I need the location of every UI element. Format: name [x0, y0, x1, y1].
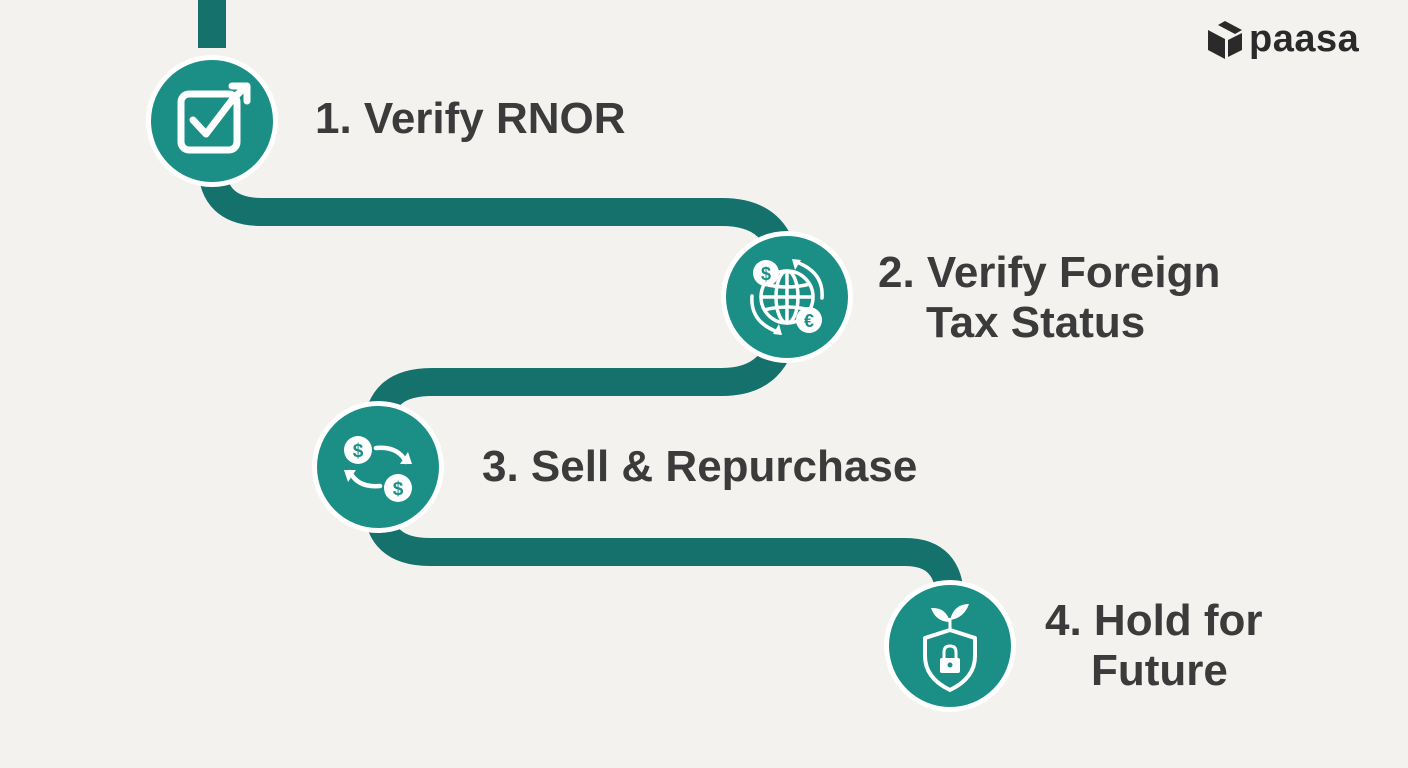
checkbox-arrow-icon: [177, 82, 251, 154]
step-3-label: 3. Sell & Repurchase: [482, 442, 917, 492]
step-4-label: 4. Hold for Future: [1045, 596, 1263, 696]
svg-text:$: $: [393, 479, 404, 500]
step-2-label: 2. Verify Foreign Tax Status: [878, 248, 1220, 348]
step-node-3: $ $: [312, 401, 444, 533]
step-3-title: 3. Sell & Repurchase: [482, 442, 918, 491]
cube-logo-icon: [1208, 20, 1242, 59]
step-4-title-line-2: Future: [1091, 646, 1228, 695]
step-1-title: 1. Verify RNOR: [315, 94, 626, 143]
step-node-4: [884, 580, 1016, 712]
svg-text:$: $: [761, 264, 771, 284]
svg-text:$: $: [353, 441, 364, 462]
svg-text:€: €: [804, 311, 814, 331]
step-node-2: $ €: [721, 231, 853, 363]
step-2-title-line-1: 2. Verify Foreign: [878, 248, 1221, 297]
currency-cycle-icon: $ $: [344, 436, 412, 502]
step-node-1: [146, 55, 278, 187]
step-2-title-line-2: Tax Status: [926, 298, 1146, 347]
brand-name: paasa: [1249, 18, 1360, 60]
step-4-title-line-1: 4. Hold for: [1045, 596, 1263, 645]
step-1-label: 1. Verify RNOR: [315, 94, 626, 144]
roadmap-path: [198, 0, 964, 601]
shield-lock-sprout-icon: [923, 604, 977, 692]
brand-logo: paasa: [1205, 18, 1359, 61]
globe-currency-exchange-icon: $ €: [750, 259, 824, 335]
